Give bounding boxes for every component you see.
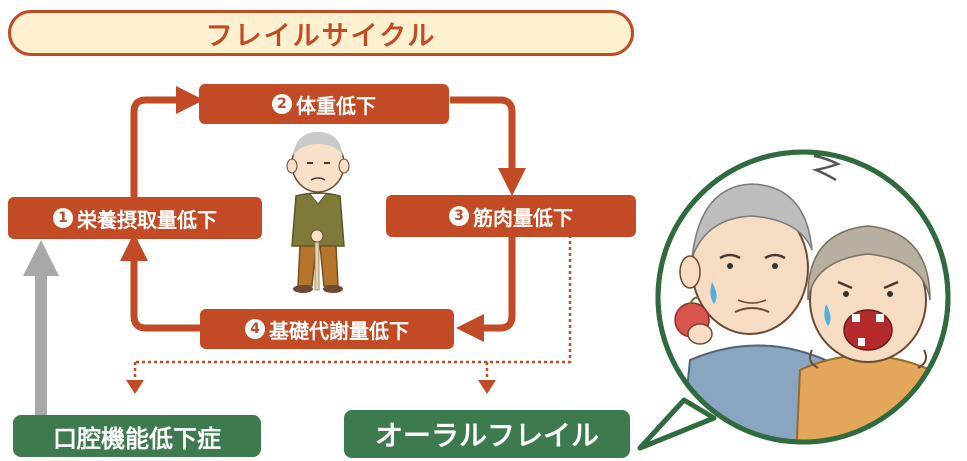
step-label: 体重低下 (296, 93, 376, 118)
step-label: 筋肉量低下 (473, 205, 573, 230)
step-label: 基礎代謝量低下 (269, 318, 409, 343)
title-banner: フレイルサイクル (8, 10, 634, 56)
step-number-badge: 4 (245, 319, 265, 339)
step-number-badge: 3 (449, 206, 469, 226)
arrow-1-to-2 (130, 86, 204, 197)
step-3-box: 3 筋肉量低下 (386, 195, 636, 237)
step-number-badge: 2 (272, 94, 292, 114)
dotted-connector (135, 235, 572, 364)
dotted-arrowhead-right (478, 380, 496, 394)
step-4-box: 4 基礎代謝量低下 (200, 309, 454, 349)
diagram-title: フレイルサイクル (205, 20, 437, 52)
step-number-badge: 1 (53, 208, 73, 228)
step-1-box: 1 栄養摂取量低下 (8, 197, 262, 239)
arrow-2-to-3 (450, 96, 526, 196)
dotted-arrowhead-left (126, 380, 144, 394)
oral-frailty-label: オーラルフレイル (374, 419, 599, 452)
step-label: 栄養摂取量低下 (77, 207, 217, 232)
arrow-3-to-4 (456, 235, 516, 342)
oral-decline-box: 口腔機能低下症 (13, 415, 261, 457)
arrow-4-to-1 (120, 233, 200, 332)
oral-decline-label: 口腔機能低下症 (53, 424, 221, 453)
oral-frailty-box: オーラルフレイル (344, 410, 630, 458)
elderly-man-figure (286, 132, 350, 293)
worried-elderly-couple (637, 149, 951, 451)
step-2-box: 2 体重低下 (199, 84, 449, 124)
